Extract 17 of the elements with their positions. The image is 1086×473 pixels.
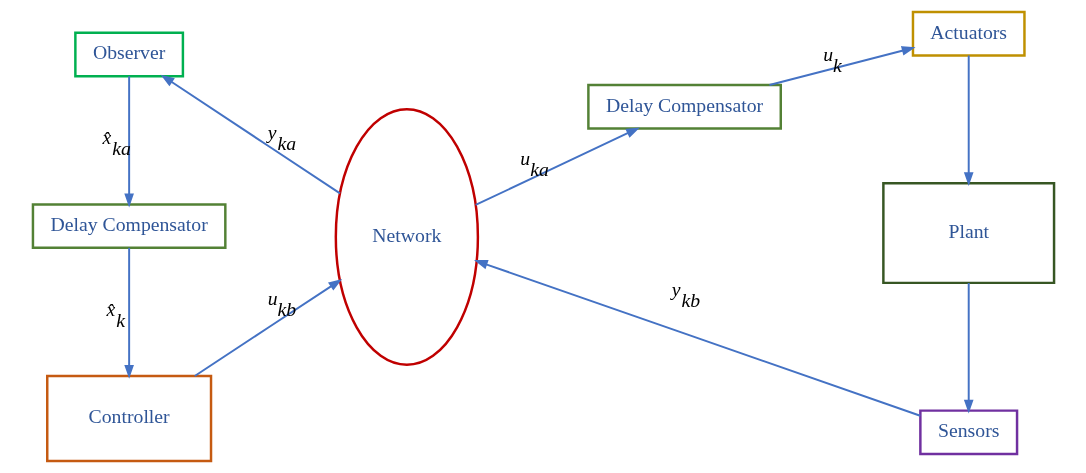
arrow [474, 127, 640, 206]
node-box: Controller [45, 374, 212, 463]
arrow [963, 282, 974, 414]
node-box: Observer [73, 31, 184, 78]
arrow [123, 246, 134, 379]
node-box: Actuators [911, 10, 1026, 57]
node-box: Delay Compensator [31, 203, 227, 250]
arrow [473, 260, 921, 417]
node-ellipse: Network [334, 108, 479, 366]
arrow [160, 74, 341, 195]
node-box: Delay Compensator [586, 83, 782, 130]
arrow [768, 46, 916, 87]
arrow [193, 278, 342, 377]
node-box: Plant [881, 182, 1055, 285]
arrow [123, 75, 134, 208]
node-box: Sensors [918, 409, 1018, 456]
arrow [963, 54, 974, 187]
